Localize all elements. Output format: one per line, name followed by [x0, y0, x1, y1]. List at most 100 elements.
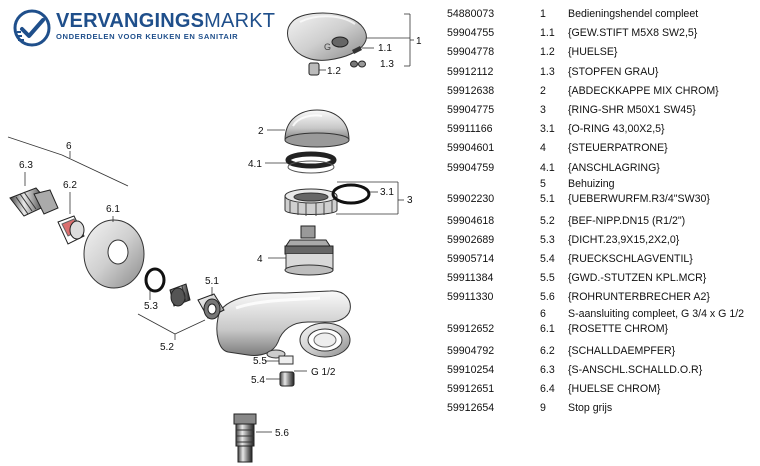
part-description: {RING-SHR M50X1 SW45} — [568, 103, 696, 116]
exploded-view-diagram: G 1.1 1.3 1.2 1 2 4.1 — [7, 12, 422, 463]
article-number: 59911166 — [447, 123, 493, 136]
position-number: 1.2 — [540, 46, 555, 59]
part-description: {HUELSE} — [568, 46, 618, 59]
callout-5-6: 5.6 — [275, 428, 289, 439]
article-number: 59904775 — [447, 103, 495, 116]
vacuum-breaker-part — [233, 413, 272, 463]
brand-name-part1: VERVANGINGS — [56, 10, 205, 32]
bracket-6-right — [61, 154, 129, 187]
silencer-part — [57, 192, 85, 245]
group-position: 5 — [540, 177, 546, 190]
sleeve-part — [308, 62, 326, 76]
bracket-5-2-left — [137, 313, 176, 335]
part-description: {ROHRUNTERBRECHER A2} — [568, 291, 710, 304]
nipple-part — [169, 283, 191, 307]
brand-tagline: ONDERDELEN VOOR KEUKEN EN SANITAIR — [56, 32, 239, 41]
lever-handle-part: G — [287, 12, 414, 67]
article-number: 59904601 — [447, 142, 495, 155]
callout-3-1: 3.1 — [380, 187, 394, 198]
callout-1-2: 1.2 — [327, 66, 341, 77]
brand-logo[interactable]: VERVANGINGSMARKT ONDERDELEN VOOR KEUKEN … — [12, 8, 275, 48]
position-number: 6.3 — [540, 363, 555, 376]
grub-screw-part — [352, 46, 374, 54]
part-description: {ABDECKKAPPE MIX CHROM} — [568, 84, 719, 97]
callout-5-1: 5.1 — [205, 276, 219, 287]
part-description: {HUELSE CHROM} — [568, 383, 661, 395]
position-number: 3.1 — [540, 123, 555, 136]
position-number: 1.1 — [540, 27, 555, 40]
part-description: {ROSETTE CHROM} — [568, 322, 669, 335]
rosette-part — [83, 216, 145, 289]
part-description: {S-ANSCHL.SCHALLD.O.R} — [568, 363, 703, 376]
cover-cap-part — [267, 109, 350, 148]
article-number: 59912112 — [447, 65, 494, 78]
part-description: {BEF-NIPP.DN15 (R1/2") — [568, 214, 686, 227]
position-number: 5.4 — [540, 253, 555, 266]
outlet-nozzle-part — [265, 355, 307, 372]
callout-5-4: 5.4 — [251, 375, 265, 386]
cartridge-part — [268, 225, 334, 276]
position-number: 6.1 — [540, 322, 555, 335]
seal-ring-part — [144, 267, 166, 300]
parts-list-row[interactable]: 59904778 1.2 {HUELSE} — [447, 43, 759, 62]
parts-list-row[interactable]: 59904755 1.1 {GEW.STIFT M5X8 SW2,5} — [447, 24, 759, 43]
article-number: 59904618 — [447, 214, 495, 227]
part-description: {GEW.STIFT M5X8 SW2,5} — [568, 27, 698, 40]
part-description: {ANSCHLAGRING} — [568, 161, 660, 174]
article-number: 59912654 — [447, 402, 495, 415]
parts-list-row[interactable]: 5 Behuizing 59902230 5.1 {UEBERWURFM.R3/4"SW… — [447, 178, 759, 212]
parts-list-row[interactable]: 59904601 4 {STEUERPATRONE} — [447, 139, 759, 158]
position-number: 3 — [540, 103, 546, 116]
part-description: {DICHT.23,9X15,2X2,0} — [568, 233, 680, 246]
parts-list-row[interactable]: 59904759 4.1 {ANSCHLAGRING} — [447, 159, 759, 178]
parts-list-row[interactable]: 59904775 3 {RING-SHR M50X1 SW45} — [447, 101, 759, 120]
article-number: 59902230 — [447, 192, 495, 205]
callout-g12: G 1/2 — [311, 367, 336, 378]
part-description: {RUECKSCHLAGVENTIL} — [568, 253, 693, 266]
bracket-6-left — [7, 136, 63, 156]
part-description: {STEUERPATRONE} — [568, 142, 668, 155]
part-description: Stop grijs — [568, 402, 613, 415]
position-number: 5.1 — [540, 192, 555, 205]
stop-ring-part — [265, 151, 337, 174]
part-description: {UEBERWURFM.R3/4"SW30} — [568, 192, 710, 205]
article-number: 59904778 — [447, 46, 495, 59]
callout-3: 3 — [407, 195, 413, 206]
article-number: 59904792 — [447, 344, 495, 357]
position-number: 1 — [540, 8, 546, 20]
callout-6-3: 6.3 — [19, 160, 33, 171]
part-description: Bedieningshendel compleet — [568, 8, 699, 20]
plug-grey-part — [350, 60, 366, 68]
position-number: 4 — [540, 142, 546, 155]
article-number: 59902689 — [447, 233, 495, 246]
group-description: Behuizing — [568, 177, 615, 190]
group-description: S-aansluiting compleet, G 3/4 x G 1/2 — [568, 307, 745, 320]
parts-list-row[interactable]: 59911166 3.1 {O-RING 43,00X2,5} — [447, 120, 759, 139]
part-description: {SCHALLDAEMPFER} — [568, 344, 676, 357]
logo-mark-icon — [13, 9, 51, 47]
part-description: {O-RING 43,00X2,5} — [568, 123, 665, 136]
threaded-ring-part — [284, 188, 338, 216]
article-number: 59904755 — [447, 27, 495, 40]
o-ring-part — [331, 183, 371, 205]
parts-list-row[interactable]: 59904618 5.2 {BEF-NIPP.DN15 (R1/2") — [447, 212, 759, 231]
position-number: 4.1 — [540, 161, 555, 174]
article-number: 59904759 — [447, 161, 495, 174]
position-number: 5.2 — [540, 214, 555, 227]
callout-1: 1 — [416, 36, 422, 47]
callout-5-3: 5.3 — [144, 301, 158, 312]
position-number: 1.3 — [540, 65, 555, 78]
